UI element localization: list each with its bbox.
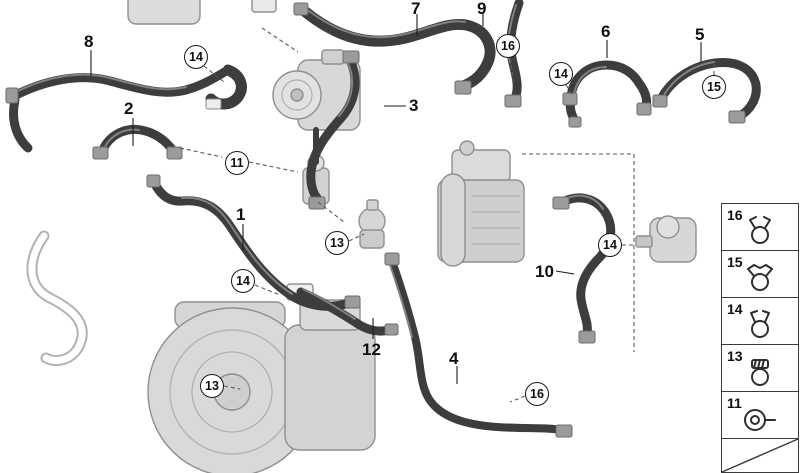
coolant-hose-white xyxy=(26,230,88,366)
hose-12 xyxy=(296,287,394,336)
legend-item-label: 14 xyxy=(727,301,743,317)
electric-motor xyxy=(147,283,376,473)
callout-circle-13-b[interactable]: 13 xyxy=(200,374,224,398)
spring-clamp-icon xyxy=(749,215,771,244)
legend-item-11[interactable]: 11 xyxy=(722,392,798,439)
hose-2 xyxy=(97,124,179,157)
hose-10 xyxy=(556,193,616,339)
callout-label-10[interactable]: 10 xyxy=(535,262,554,281)
engine-fragment-top-left xyxy=(127,0,277,25)
callout-circle-14-d[interactable]: 14 xyxy=(598,233,622,257)
hose-5 xyxy=(656,57,761,122)
hose-6 xyxy=(565,60,652,126)
callout-label-1[interactable]: 1 xyxy=(236,205,246,224)
spring-clamp-icon xyxy=(750,309,770,338)
hose-3 xyxy=(306,57,360,204)
callout-label-7[interactable]: 7 xyxy=(411,0,421,18)
callout-circle-14-a[interactable]: 14 xyxy=(184,45,208,69)
legend-item-13[interactable]: 13 xyxy=(722,345,798,392)
callout-label-6[interactable]: 6 xyxy=(601,22,611,41)
callout-circle-16-a[interactable]: 16 xyxy=(496,34,520,58)
legend-item-label: 15 xyxy=(727,254,743,270)
callout-label-3[interactable]: 3 xyxy=(409,96,419,115)
hose-4 xyxy=(388,257,565,434)
legend-item-16[interactable]: 16 xyxy=(722,204,798,251)
legend-item-15[interactable]: 15 xyxy=(722,251,798,298)
legend-item-label: 13 xyxy=(727,348,743,364)
callout-label-5[interactable]: 5 xyxy=(695,25,705,44)
hose-fittings xyxy=(5,2,746,438)
leader-lines xyxy=(90,12,702,384)
callout-circle-16-b[interactable]: 16 xyxy=(525,382,549,406)
aux-water-pump xyxy=(635,215,697,263)
callout-label-8[interactable]: 8 xyxy=(84,32,94,51)
callout-circle-14-c[interactable]: 14 xyxy=(549,62,573,86)
callout-circle-15[interactable]: 15 xyxy=(702,75,726,99)
callout-label-12[interactable]: 12 xyxy=(362,340,381,359)
callout-label-9[interactable]: 9 xyxy=(477,0,487,18)
heat-exchanger xyxy=(437,140,525,267)
callout-label-4[interactable]: 4 xyxy=(449,349,459,368)
legend-corner-mark xyxy=(721,438,799,473)
worm-drive-clamp-icon xyxy=(751,358,769,386)
legend-item-label: 16 xyxy=(727,207,743,223)
callout-circle-14-b[interactable]: 14 xyxy=(231,269,255,293)
callout-circle-11[interactable]: 11 xyxy=(225,151,249,175)
hose-7 xyxy=(297,4,496,92)
quick-coupling-icon xyxy=(744,408,776,431)
diagonal-corner-icon xyxy=(721,438,799,473)
callout-label-2[interactable]: 2 xyxy=(124,99,134,118)
dashed-reference-lines xyxy=(179,27,715,403)
coolant-pump xyxy=(358,199,386,249)
fasteners-legend: 16 15 14 13 xyxy=(721,203,799,473)
spring-clamp-icon xyxy=(747,263,773,291)
hose-1 xyxy=(151,181,353,311)
legend-item-label: 11 xyxy=(727,395,742,411)
callout-circle-13-a[interactable]: 13 xyxy=(325,231,349,255)
legend-item-14[interactable]: 14 xyxy=(722,298,798,345)
